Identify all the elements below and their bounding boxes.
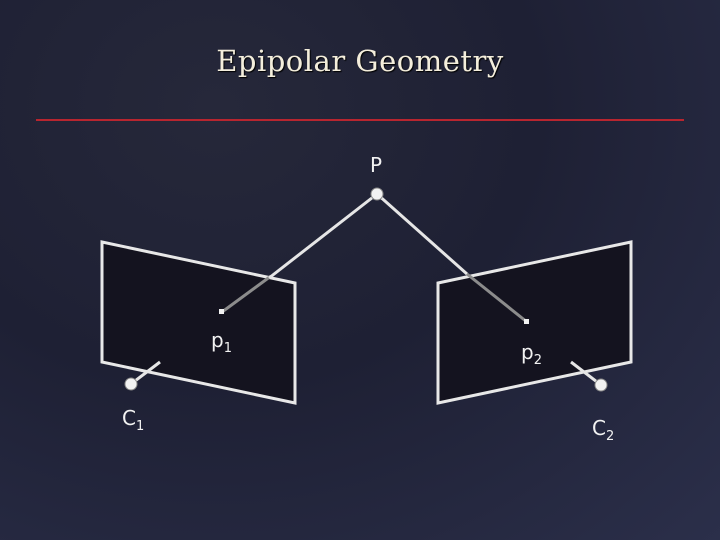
slide-title: Epipolar Geometry: [216, 44, 504, 78]
image-point-2-marker: [524, 319, 529, 324]
camera-center-2-label: C2: [592, 416, 615, 444]
ray-c1-p-inside-plane: [221, 274, 272, 314]
image-plane-left: [100, 240, 297, 405]
camera-center-2-marker: [594, 378, 608, 392]
ray-c2-p-inside-plane: [466, 272, 528, 324]
image-point-1-label: p1: [211, 328, 232, 356]
world-point-marker: [370, 187, 384, 201]
image-point-1-marker: [219, 309, 224, 314]
title-divider: [36, 119, 684, 121]
ray-c2-p-outside-plane: [376, 192, 468, 276]
image-point-2-label: p2: [521, 340, 542, 368]
camera-center-1-marker: [124, 377, 138, 391]
ray-c1-p-outside-plane: [268, 192, 378, 280]
world-point-label: P: [370, 153, 383, 177]
camera-center-1-label: C1: [122, 406, 145, 434]
image-plane-right: [436, 240, 633, 405]
